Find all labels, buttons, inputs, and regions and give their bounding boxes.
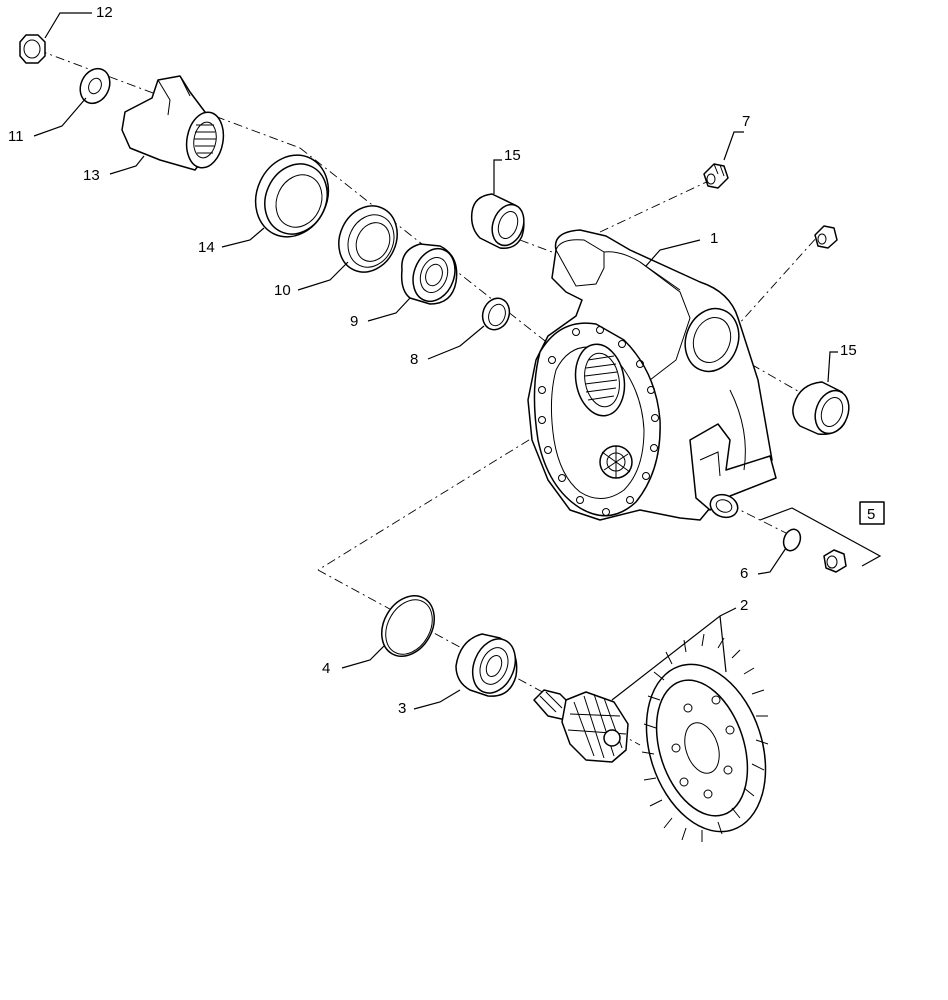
plug-fitting-bottom [823, 549, 847, 573]
callout-4: 4 [322, 660, 330, 677]
callout-15-right: 15 [840, 342, 857, 359]
callout-numbers: 12 11 13 14 10 9 8 7 15 15 1 2 4 3 6 5 [8, 4, 875, 717]
leader-lines [33, 12, 838, 710]
kit-bracket-5 [759, 501, 885, 567]
callout-13: 13 [83, 167, 100, 184]
callout-12: 12 [96, 4, 113, 21]
callout-box-5 [859, 501, 885, 525]
part-6-oring [782, 528, 802, 552]
part-7-breather [703, 163, 729, 189]
callout-1: 1 [710, 230, 718, 247]
part-2-pinion-gear [533, 689, 629, 763]
plug-fitting-top [814, 225, 838, 249]
flange-bolt-holes [538, 326, 659, 516]
part-3-bearing [455, 633, 518, 697]
part-1-housing [527, 229, 777, 521]
part-4-oring-large [381, 595, 435, 657]
part-15-bushing-top [470, 193, 525, 249]
callout-7: 7 [742, 113, 750, 130]
part-15-bushing-right [792, 381, 850, 436]
callout-5: 5 [867, 506, 875, 523]
ring-gear-teeth [641, 633, 769, 842]
part-8-ring [481, 297, 511, 331]
part-11-washer [79, 67, 111, 105]
callout-11: 11 [8, 128, 24, 145]
callout-6: 6 [740, 565, 748, 582]
callout-3: 3 [398, 700, 406, 717]
part-9-bearing [400, 243, 458, 305]
ring-gear-bolt-holes [671, 695, 735, 799]
part-10-seal [338, 205, 398, 273]
callout-9: 9 [350, 313, 358, 330]
part-2-ring-gear [641, 633, 769, 842]
callout-10: 10 [274, 282, 291, 299]
callout-2: 2 [740, 597, 748, 614]
callout-14: 14 [198, 239, 215, 256]
part-12-nut [19, 34, 46, 64]
callout-8: 8 [410, 351, 418, 368]
part-13-yoke [121, 75, 225, 171]
callout-15-top: 15 [504, 147, 521, 164]
part-14-seal [254, 154, 330, 238]
